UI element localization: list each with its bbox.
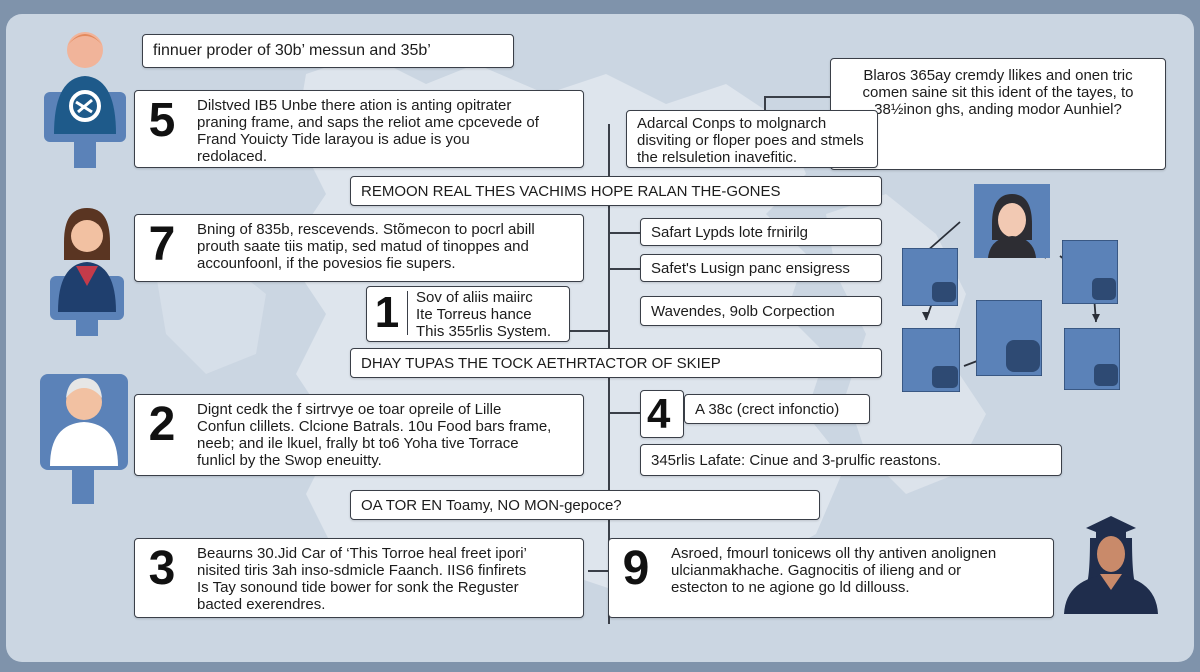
step-card-2: 2 Dignt cedk the f sirtrvye oe toar opre… [134, 394, 584, 476]
step-card-5: 5 Dilstved IB5 Unbe there ation is antin… [134, 90, 584, 168]
connector-item-2 [610, 268, 640, 270]
side-item-1: Safart Lypds lote frnirilg [640, 218, 882, 246]
card-line: accounfoonl, if the povesios fie supers. [197, 255, 456, 272]
card-line: Dilstved IB5 Unbe there ation is anting … [197, 97, 512, 114]
top-right-note: Blaros 365ay cremdy llikes and onen tric… [830, 58, 1166, 170]
step-number: 9 [622, 542, 650, 595]
banner-3: OA TOR EN Toamy, NO MON-gepoce? [350, 490, 820, 520]
card-line: estecton to ne agione go ld dillouss. [671, 579, 910, 596]
title-box: finnuer proder of 30b’ messun and 35b’ [142, 34, 514, 68]
card-line: Bning of 835b, rescevends. Stõmecon to … [197, 221, 535, 238]
step-card-1: 1 Sov of aliis maiirc Ite Torreus hance … [366, 286, 570, 342]
side-item-text: Wavendes, 9olb Corpection [651, 302, 835, 320]
step-number: 5 [148, 94, 176, 147]
step-card-7: 7 Bning of 835b, rescevends. Stõmecon t… [134, 214, 584, 282]
card-line: Beaurns 30.Jid Car of ‘This Torroe heal … [197, 545, 527, 562]
note-line: Adarcal Conps to molgnarch [637, 115, 827, 132]
avatar-icon [974, 184, 1050, 258]
side-item-text: Safart Lypds lote frnirilg [651, 223, 809, 241]
person-icon [44, 32, 126, 168]
connector-card-4 [610, 412, 640, 414]
connector-card-9 [588, 570, 614, 572]
network-block-icon [1062, 240, 1118, 304]
card-line: Confun clillets. Clcione Batrals. 10u Fo… [197, 418, 552, 435]
network-block-icon [902, 328, 960, 392]
banner-text: REMOON REAL THES VACHIMS HOPE RALAN THE-… [361, 182, 781, 200]
connector-note [764, 96, 766, 118]
note-line: Blaros 365ay cremdy llikes and onen tric [863, 67, 1133, 84]
card-line: Asroed, fmourl tonicews oll thy antiven … [671, 545, 997, 562]
side-item-4: 345rlis Lafate: Cinue and 3-prulfic reas… [640, 444, 1062, 476]
middle-note: Adarcal Conps to molgnarch disviting or … [626, 110, 878, 168]
side-item-text: 345rlis Lafate: Cinue and 3-prulfic reas… [651, 451, 942, 469]
diagram-frame: finnuer proder of 30b’ messun and 35b’ B… [6, 14, 1194, 662]
step-number: 4 [647, 390, 671, 437]
card-line: prouth saate tiis matip, sed matud of ti… [197, 238, 529, 255]
card-line: A 38c (crect infonctio) [695, 400, 840, 418]
card-line: funlicl by the Swop eneuitty. [197, 452, 382, 469]
graduate-icon [1064, 516, 1158, 614]
banner-text: OA TOR EN Toamy, NO MON-gepoce? [361, 496, 622, 514]
note-line: comen saine sit this ident of the tayes,… [862, 84, 1134, 101]
side-item-text: Safet's Lusign panc ensigress [651, 259, 850, 277]
network-block-icon [976, 300, 1042, 376]
step-card-4-label: A 38c (crect infonctio) [684, 394, 870, 424]
step-card-9: 9 Asroed, fmourl tonicews oll thy antive… [608, 538, 1054, 618]
card-line: Is Tay sonound tide bower for sonk the R… [197, 579, 519, 596]
card-line: bacted exerendres. [197, 596, 326, 613]
card-line: neeb; and ile lkuel, frally bt to6 Yoha … [197, 435, 519, 452]
card-line: Dignt cedk the f sirtrvye oe toar opreil… [197, 401, 502, 418]
network-block-icon [902, 248, 958, 306]
step-card-4: 4 [640, 390, 684, 438]
banner-text: DHAY TUPAS THE TOCK AETHRTACTOR OF SKIEP [361, 354, 721, 372]
banner-1: REMOON REAL THES VACHIMS HOPE RALAN THE-… [350, 176, 882, 206]
network-block-icon [1064, 328, 1120, 390]
card-line: Sov of aliis maiirc [416, 289, 533, 306]
note-line: 38½inon ghs, anding modor Aunhiel? [874, 101, 1122, 118]
card-line: redolaced. [197, 148, 268, 165]
step-number: 1 [367, 291, 408, 335]
side-item-3: Wavendes, 9olb Corpection [640, 296, 882, 326]
connector-card-1 [570, 330, 608, 332]
elder-icon [40, 374, 128, 504]
card-line: ulcianmakhache. Gagnocitis of ilieng and… [671, 562, 962, 579]
card-line: nisited tiris 3ah inso-sdmicle Faanch. I… [197, 562, 527, 579]
banner-2: DHAY TUPAS THE TOCK AETHRTACTOR OF SKIEP [350, 348, 882, 378]
card-line: praning frame, and saps the reliot ame c… [197, 114, 539, 131]
woman-icon [50, 208, 124, 336]
step-card-3: 3 Beaurns 30.Jid Car of ‘This Torroe hea… [134, 538, 584, 618]
card-line: Frand Youicty Tide larayou is adue is yo… [197, 131, 470, 148]
card-line: Ite Torreus hance [416, 306, 532, 323]
connector-item-1 [610, 232, 640, 234]
note-line: disviting or floper poes and stmels [637, 132, 864, 149]
step-number: 7 [148, 218, 176, 271]
card-line: This 355rlis System. [416, 323, 552, 340]
title-text: finnuer proder of 30b’ messun and 35b’ [153, 42, 431, 59]
step-number: 3 [148, 542, 176, 595]
note-line: the relsuletion inavefitic. [637, 149, 798, 166]
step-number: 2 [148, 398, 176, 451]
side-item-2: Safet's Lusign panc ensigress [640, 254, 882, 282]
connector-note-h [764, 96, 834, 98]
